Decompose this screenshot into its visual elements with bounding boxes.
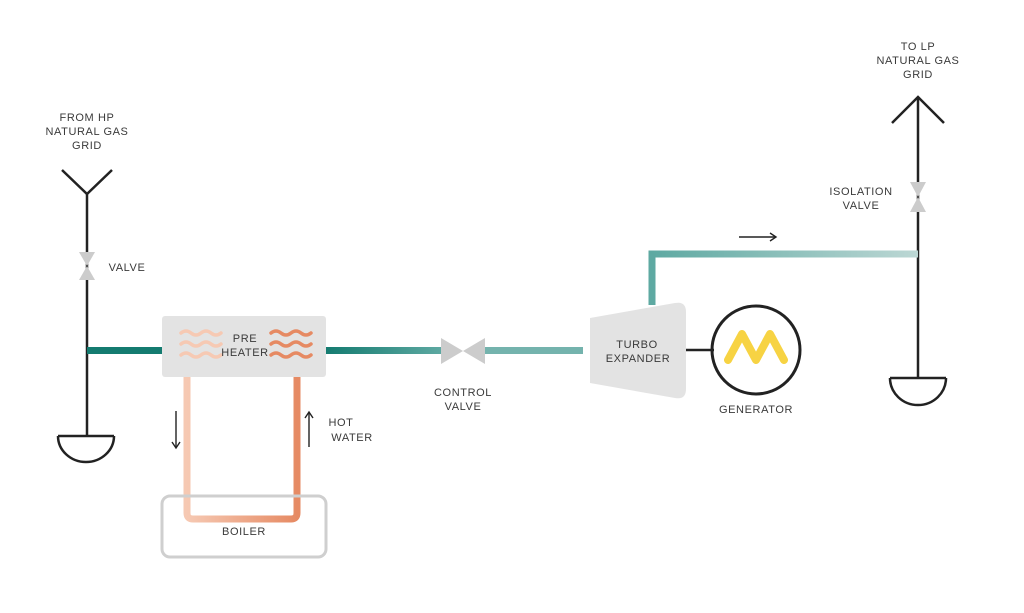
turbo-expander	[590, 302, 686, 399]
source-label-line3: GRID	[72, 140, 102, 152]
control-valve-icon	[441, 338, 485, 364]
isolation-valve-icon	[910, 182, 926, 212]
valve-label: VALVE	[109, 262, 146, 274]
generator-zigzag-icon	[724, 330, 788, 364]
flow-right-arrow-icon	[739, 232, 778, 242]
control-valve-label-line1: CONTROL	[434, 387, 492, 399]
source-label-line1: FROM HP	[60, 112, 115, 124]
dest-label-line2: NATURAL GAS	[876, 55, 959, 67]
isolation-valve-label-line1: ISOLATION	[829, 186, 892, 198]
generator-label: GENERATOR	[719, 404, 793, 416]
flow-down-arrow-icon	[171, 411, 181, 450]
turbo-expander-label-line1: TURBO	[616, 339, 658, 351]
pre-heater-label-line2: HEATER	[221, 347, 268, 359]
boiler	[160, 494, 328, 559]
turbo-expander-label-line2: EXPANDER	[606, 353, 671, 365]
pre-heater-label-line1: PRE	[233, 333, 257, 345]
gas-pipe-inlet	[87, 347, 163, 354]
water-loop-pipe	[183, 372, 301, 523]
control-valve-label-line2: VALVE	[445, 401, 482, 413]
gas-pipe-outlet	[648, 250, 918, 305]
hot-wave-icon	[269, 329, 313, 359]
flow-up-arrow-icon	[304, 410, 314, 447]
hot-water-label-line2: WATER	[331, 432, 373, 444]
generator	[710, 304, 802, 396]
gas-pipe-to-control-valve	[325, 347, 443, 354]
gas-pipe-to-expander	[485, 347, 583, 354]
source-label-line2: NATURAL GAS	[45, 126, 128, 138]
cool-wave-icon	[179, 329, 223, 359]
hot-water-label-line1: HOT	[328, 417, 353, 429]
dest-label-line1: TO LP	[901, 41, 936, 53]
destination-line	[888, 95, 948, 407]
source-feed-line	[56, 169, 116, 464]
boiler-label: BOILER	[222, 526, 266, 538]
source-valve-icon	[79, 252, 95, 280]
isolation-valve-label-line2: VALVE	[843, 200, 880, 212]
dest-label-line3: GRID	[903, 69, 933, 81]
